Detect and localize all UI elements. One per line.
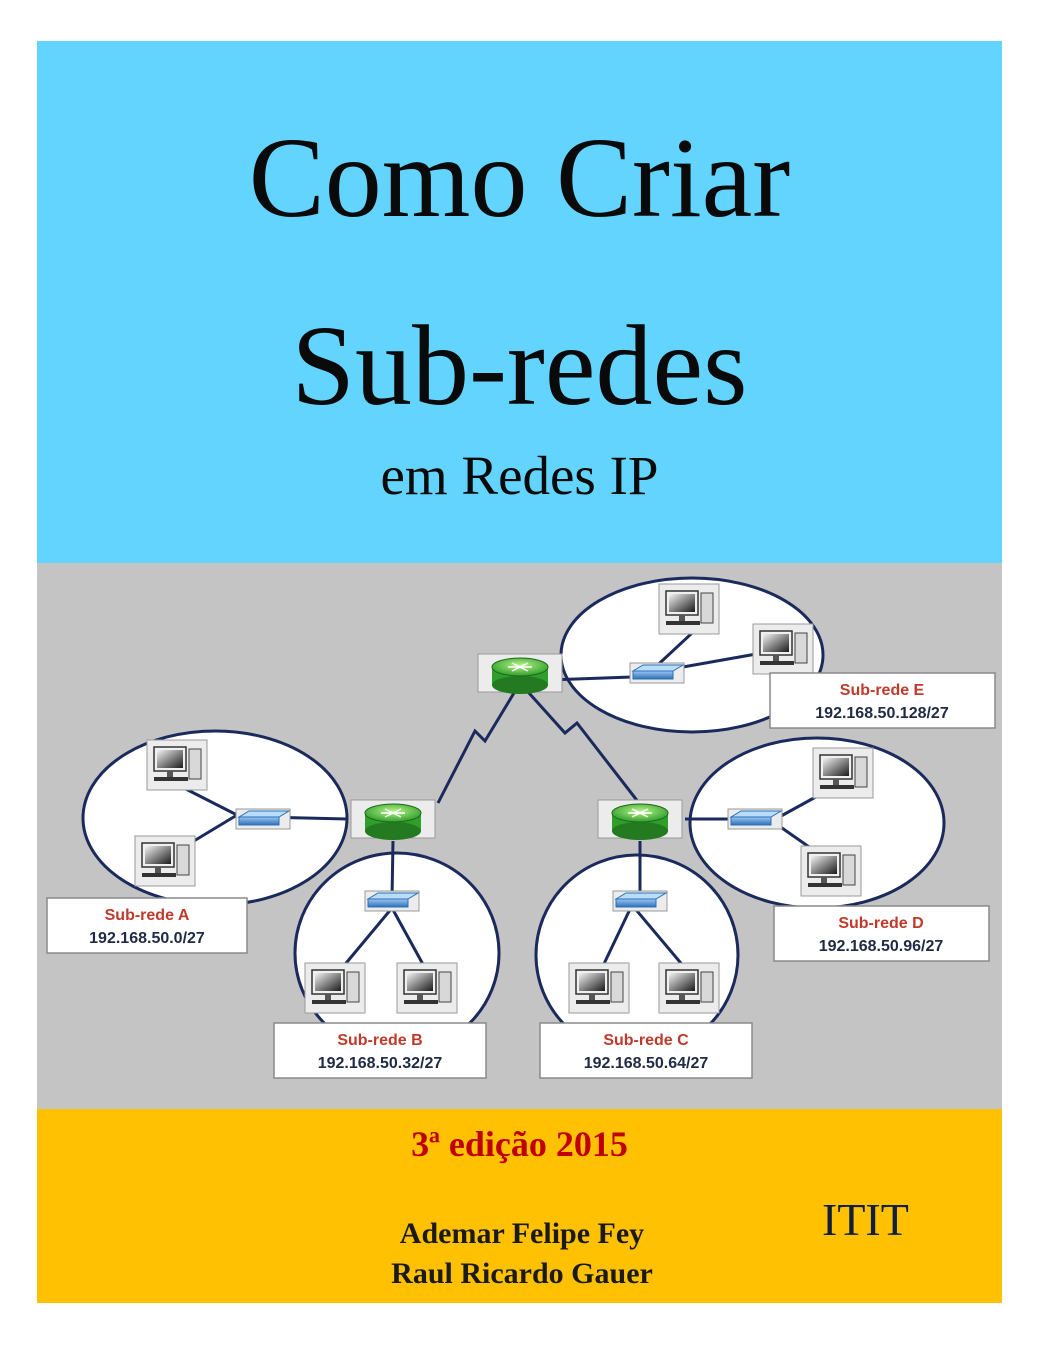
router-icon [350, 799, 436, 841]
title-band: Como Criar Sub-redes em Redes IP [37, 41, 1002, 563]
switch-icon [629, 662, 685, 684]
switch-icon [235, 808, 291, 830]
computer-icon [396, 962, 458, 1014]
subtitle: em Redes IP [380, 445, 659, 506]
switch-icon [364, 890, 420, 912]
subnet-a-name: Sub-rede A [105, 907, 190, 924]
computer-icon [800, 845, 862, 897]
computer-icon [658, 962, 720, 1014]
title-line-1: Como Criar [248, 114, 791, 241]
router-icon [477, 653, 563, 695]
author-1: Ademar Felipe Fey [399, 1217, 645, 1250]
subnet-c-name: Sub-rede C [603, 1032, 689, 1049]
computer-icon [568, 962, 630, 1014]
wan-link-top-right [518, 681, 641, 804]
label-subnet-a: Sub-rede A 192.168.50.0/27 [46, 897, 248, 954]
label-subnet-b: Sub-rede B 192.168.50.32/27 [273, 1022, 487, 1079]
label-subnet-e: Sub-rede E 192.168.50.128/27 [769, 672, 996, 729]
network-diagram-band: Sub-rede A 192.168.50.0/27 Sub-rede B 19… [37, 563, 1002, 1109]
label-subnet-c: Sub-rede C 192.168.50.64/27 [539, 1022, 753, 1079]
subnet-e-ip: 192.168.50.128/27 [815, 705, 949, 722]
subnet-b-ip: 192.168.50.32/27 [318, 1055, 443, 1072]
computer-icon [304, 962, 366, 1014]
computer-icon [146, 739, 208, 791]
edition-band: 3ª edição 2015 Ademar Felipe Fey Raul Ri… [37, 1109, 1002, 1303]
computer-icon [812, 747, 874, 799]
subnet-e-name: Sub-rede E [840, 682, 925, 699]
subnet-b-name: Sub-rede B [337, 1032, 422, 1049]
router-icon [597, 799, 683, 841]
subnet-d-ip: 192.168.50.96/27 [819, 938, 944, 955]
subnet-c-ip: 192.168.50.64/27 [584, 1055, 709, 1072]
publisher-name: ITIT [822, 1194, 909, 1245]
computer-icon [752, 623, 814, 675]
book-cover: Como Criar Sub-redes em Redes IP [37, 41, 1002, 1303]
computer-icon [658, 583, 720, 635]
network-diagram: Sub-rede A 192.168.50.0/27 Sub-rede B 19… [46, 576, 996, 1079]
switch-icon [727, 808, 783, 830]
switch-icon [612, 890, 668, 912]
author-2: Raul Ricardo Gauer [391, 1257, 653, 1290]
label-subnet-d: Sub-rede D 192.168.50.96/27 [773, 905, 990, 962]
edition-text: 3ª edição 2015 [411, 1124, 628, 1164]
title-line-2: Sub-redes [291, 302, 748, 429]
subnet-d-name: Sub-rede D [838, 915, 923, 932]
subnet-a-ip: 192.168.50.0/27 [89, 930, 205, 947]
wan-link-top-left [436, 682, 522, 804]
computer-icon [134, 835, 196, 887]
